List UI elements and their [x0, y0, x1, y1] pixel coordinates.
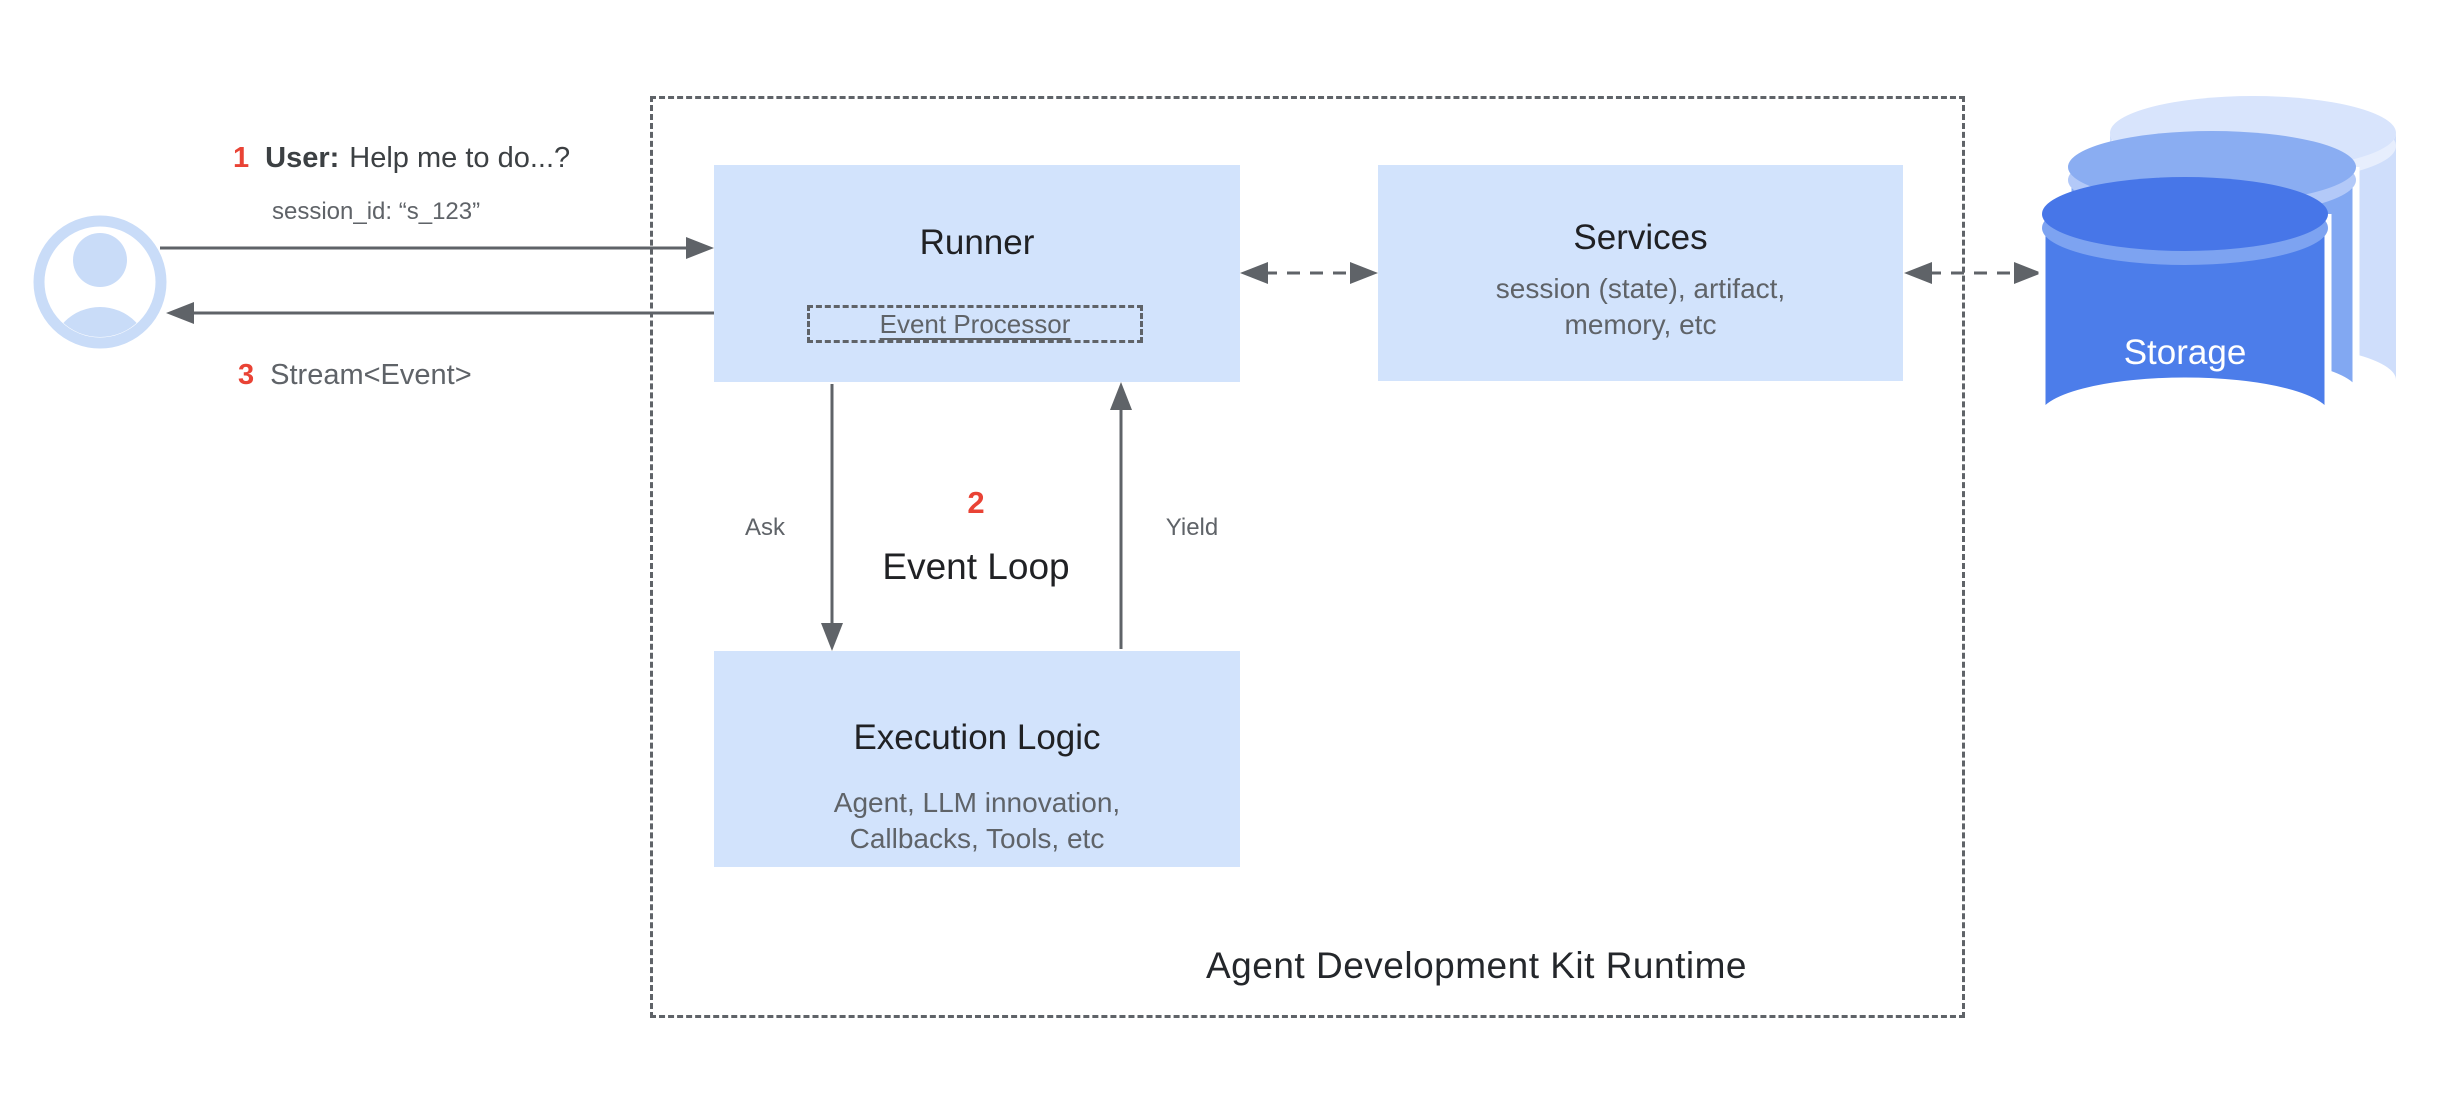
services-subtitle-line1: session (state), artifact,	[1495, 273, 1786, 304]
user-request-arrow	[160, 237, 714, 259]
runtime-caption: Agent Development Kit Runtime	[1206, 945, 1747, 986]
execution-logic-subtitle-line1: Agent, LLM innovation,	[833, 787, 1121, 818]
ask-arrow	[821, 384, 843, 651]
stream-response-arrow	[166, 302, 714, 324]
step2-number: 2	[967, 485, 985, 520]
step3-number: 3	[238, 359, 255, 391]
ask-label: Ask	[744, 514, 785, 541]
event-loop-label: Event Loop	[882, 546, 1070, 587]
step3-message: Stream<Event>	[270, 359, 472, 391]
runtime-boundary	[650, 96, 1965, 1018]
services-subtitle-line2: memory, etc	[1564, 309, 1717, 340]
services-box: Services session (state), artifact, memo…	[1378, 165, 1903, 381]
execution-logic-subtitle-line2: Callbacks, Tools, etc	[849, 823, 1105, 854]
services-title: Services	[1573, 218, 1708, 257]
storage-database-icon	[2038, 96, 2396, 419]
runner-title: Runner	[919, 223, 1035, 262]
execution-logic-subtitle: Agent, LLM innovation, Callbacks, Tools,…	[834, 785, 1120, 857]
runner-services-arrow	[1240, 262, 1378, 284]
step1-number: 1	[233, 142, 250, 174]
yield-arrow	[1110, 382, 1132, 649]
runner-box: Runner Event Processor	[714, 165, 1240, 382]
step1-message: Help me to do...?	[349, 142, 571, 174]
services-storage-arrow	[1904, 262, 2042, 284]
execution-logic-box: Execution Logic Agent, LLM innovation, C…	[714, 651, 1240, 867]
yield-label: Yield	[1165, 514, 1219, 541]
user-avatar-icon	[33, 215, 167, 349]
event-processor-label: Event Processor	[879, 309, 1071, 339]
step1-annotation: 1 User: Help me to do...?	[233, 141, 570, 175]
step3-annotation: 3 Stream<Event>	[238, 358, 472, 392]
storage-label: Storage	[2123, 333, 2247, 372]
step1-actor: User:	[265, 142, 340, 174]
services-subtitle: session (state), artifact, memory, etc	[1496, 271, 1785, 343]
storage-cylinder-front	[2038, 177, 2332, 419]
event-processor-box: Event Processor	[807, 305, 1143, 343]
session-id-label: session_id: “s_123”	[272, 198, 481, 225]
execution-logic-title: Execution Logic	[853, 718, 1101, 757]
